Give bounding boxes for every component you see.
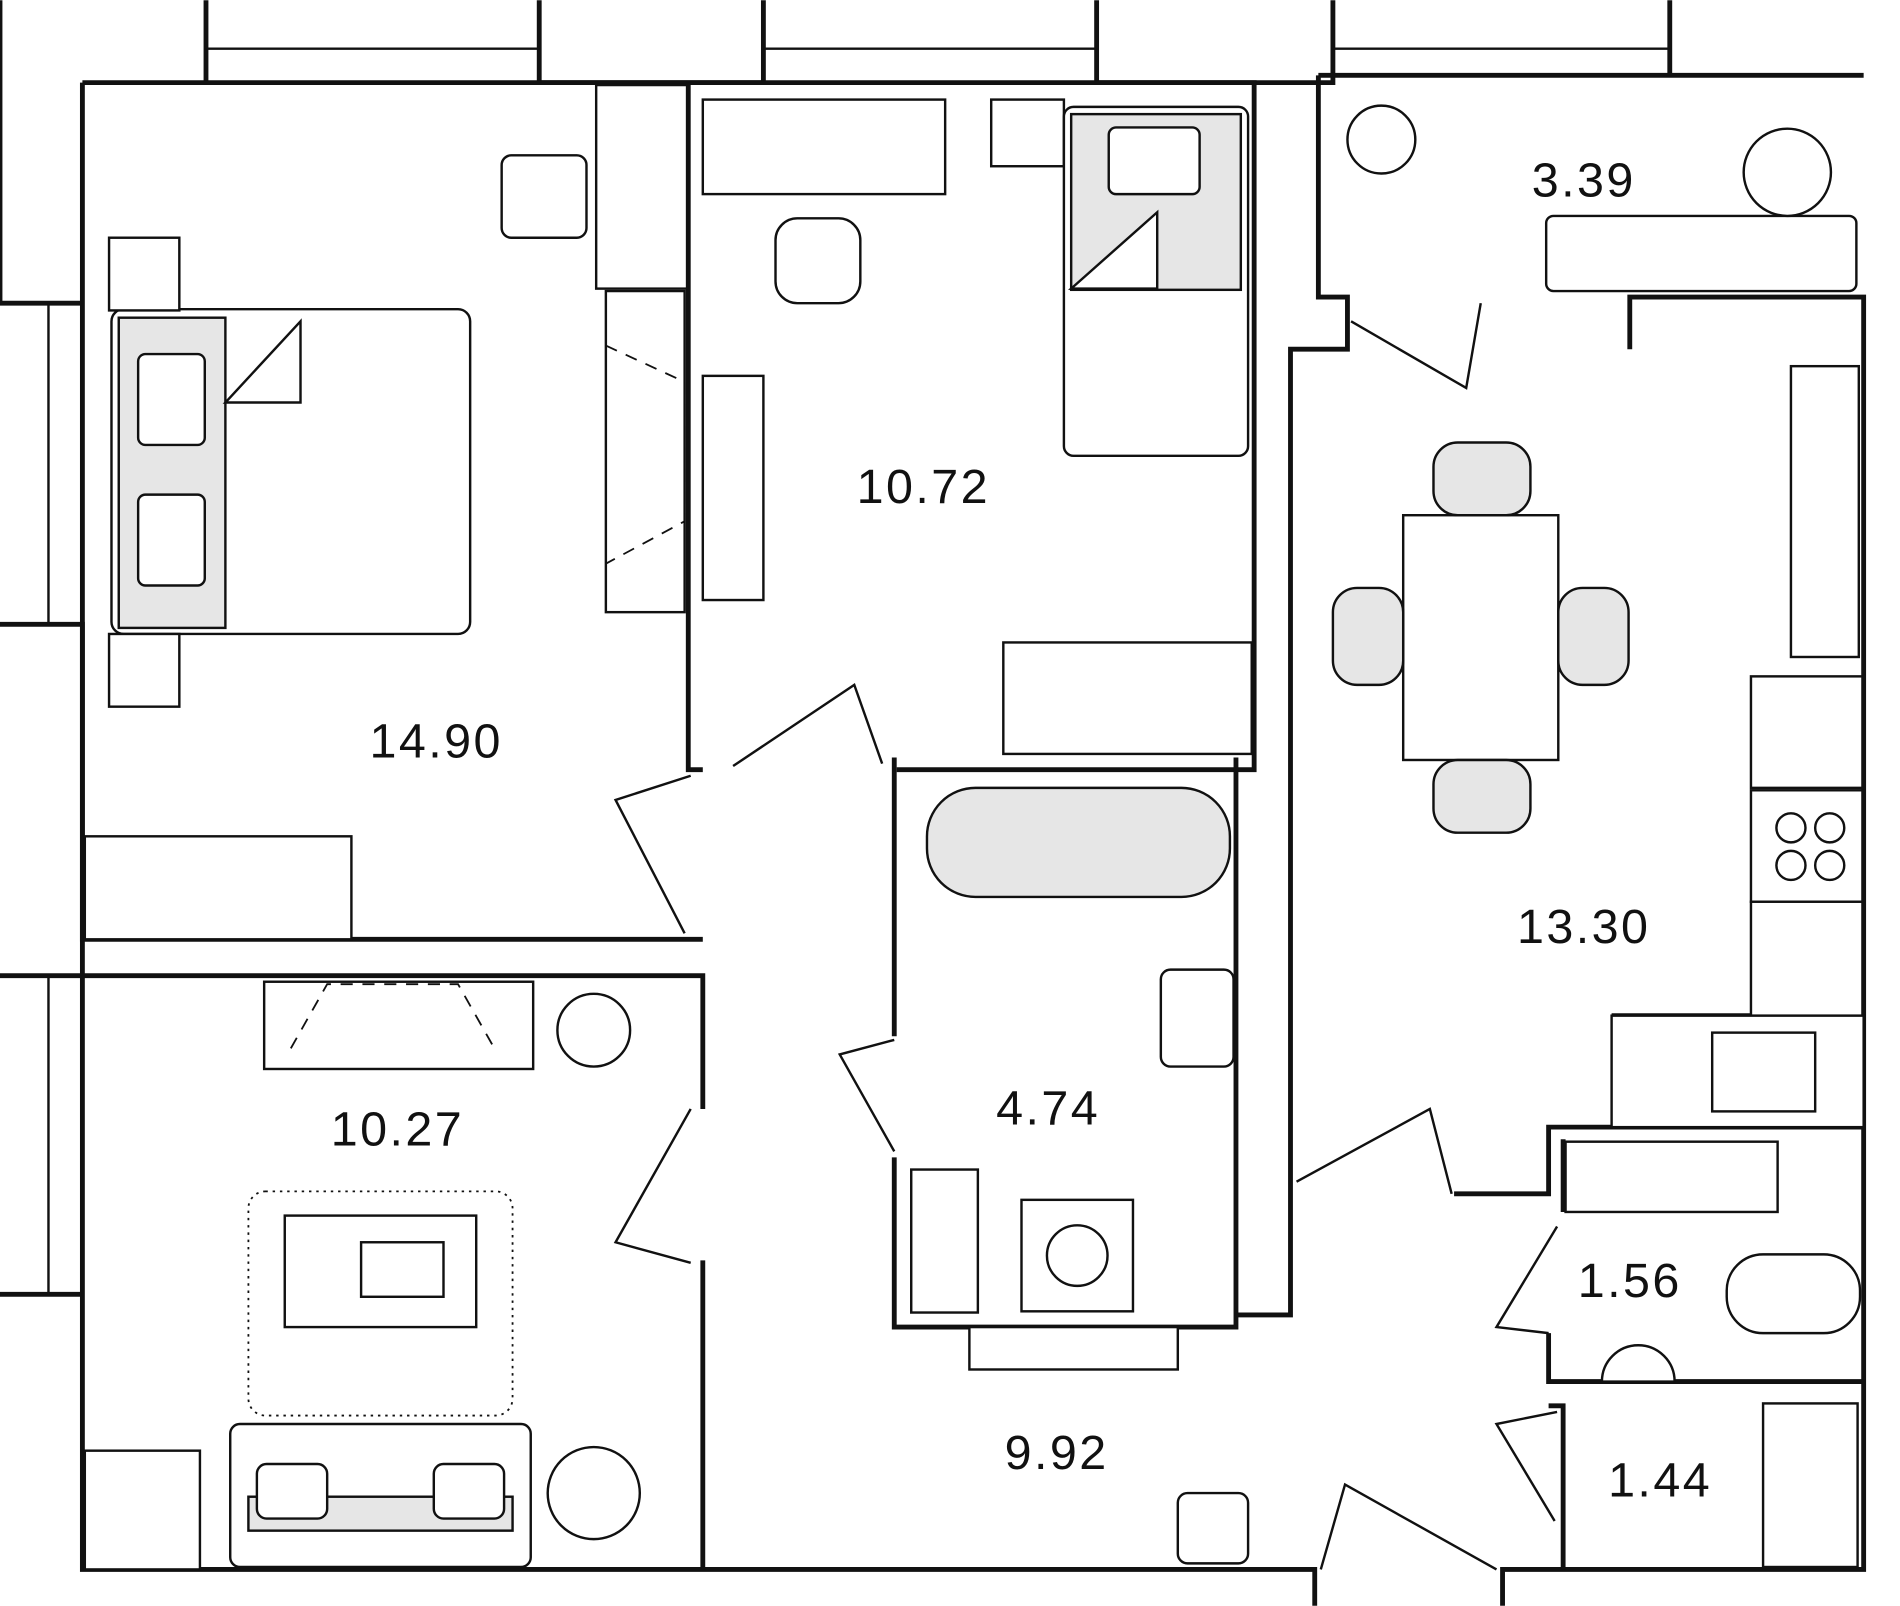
tv-stand bbox=[262, 980, 535, 1071]
toilet bbox=[1725, 1253, 1862, 1335]
laptop bbox=[359, 1241, 445, 1298]
room-area-bedroom-main: 14.90 bbox=[370, 715, 503, 769]
shelf bbox=[968, 1325, 1180, 1371]
washing-machine bbox=[1020, 1198, 1135, 1313]
bathtub bbox=[925, 786, 1232, 899]
bed-single bbox=[1062, 105, 1250, 458]
washbasin bbox=[1159, 968, 1235, 1068]
dining-table bbox=[1401, 514, 1560, 762]
room-area-bedroom-kids: 10.72 bbox=[857, 460, 990, 514]
nightstand bbox=[989, 98, 1066, 168]
tv-cabinet bbox=[1789, 364, 1861, 659]
plant bbox=[556, 992, 632, 1068]
room-area-balcony: 3.39 bbox=[1532, 154, 1636, 208]
bed-double bbox=[107, 236, 472, 708]
dresser bbox=[83, 835, 353, 941]
sofa bbox=[229, 1422, 532, 1569]
chair bbox=[1432, 758, 1532, 834]
sofa-outdoor bbox=[1544, 214, 1858, 293]
fridge bbox=[1749, 675, 1864, 790]
ottoman bbox=[1176, 1491, 1250, 1565]
doors bbox=[613, 302, 1559, 1571]
room-area-wc: 1.56 bbox=[1578, 1254, 1682, 1308]
side-table bbox=[546, 1445, 642, 1541]
chair bbox=[1432, 441, 1532, 517]
round-table bbox=[1742, 127, 1833, 218]
storage-rack bbox=[1761, 1402, 1859, 1569]
shelf bbox=[701, 374, 765, 602]
cooktop bbox=[1749, 789, 1864, 903]
room-area-bathroom: 4.74 bbox=[996, 1082, 1100, 1136]
desk bbox=[701, 98, 947, 196]
shelf bbox=[1564, 1140, 1779, 1214]
room-area-kitchen-living: 13.30 bbox=[1517, 900, 1650, 954]
plant bbox=[1346, 104, 1417, 175]
counter bbox=[1749, 900, 1864, 1017]
ottoman bbox=[500, 154, 588, 239]
cabinet bbox=[910, 1168, 980, 1314]
wardrobe bbox=[604, 289, 686, 614]
chair bbox=[1331, 586, 1405, 687]
chair bbox=[1557, 586, 1630, 687]
room-area-hallway: 9.92 bbox=[1005, 1426, 1109, 1480]
wardrobe bbox=[594, 83, 689, 290]
dresser bbox=[1002, 641, 1253, 756]
kitchen-sink bbox=[1710, 1031, 1817, 1113]
chair bbox=[774, 217, 862, 305]
sink-wc bbox=[1600, 1344, 1676, 1383]
room-area-storage: 1.44 bbox=[1608, 1454, 1712, 1508]
room-area-living-room: 10.27 bbox=[331, 1102, 464, 1156]
bookshelf bbox=[83, 1449, 202, 1571]
